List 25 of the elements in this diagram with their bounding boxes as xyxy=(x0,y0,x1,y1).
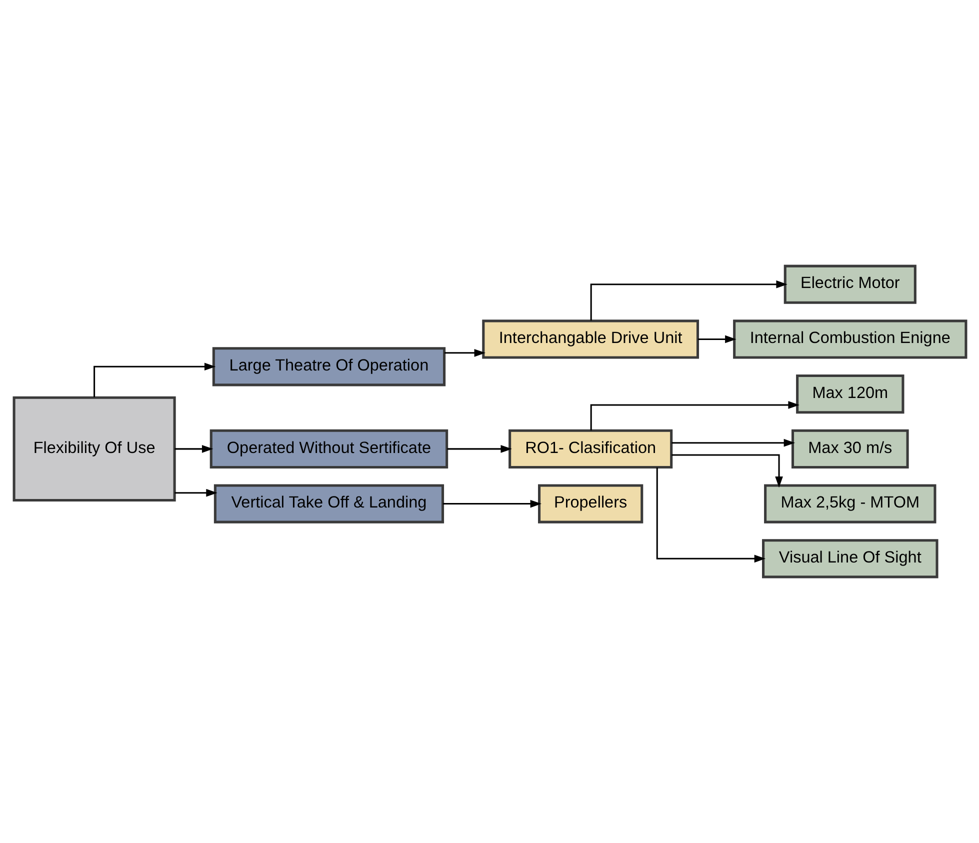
arrow xyxy=(590,401,799,431)
arrow xyxy=(444,349,485,357)
arrow xyxy=(671,454,782,488)
arrow xyxy=(671,438,795,447)
node-box: Max 2,5kg - MTOM xyxy=(764,484,936,524)
node-box: Large Theatre Of Operation xyxy=(212,347,446,386)
arrow xyxy=(590,280,787,321)
arrow xyxy=(446,445,512,453)
node-box: Electric Motor xyxy=(783,264,916,304)
node-box: Max 120m xyxy=(796,374,904,414)
node-box: Operated Without Sertificate xyxy=(209,429,448,468)
arrow xyxy=(442,500,541,508)
node-box: Propellers xyxy=(538,484,643,524)
node-box: RO1- Clasification xyxy=(508,429,672,468)
node-box: Max 30 m/s xyxy=(790,429,908,468)
node-box: Flexibility Of Use xyxy=(12,396,176,502)
arrow xyxy=(698,335,736,344)
node-box: Internal Combustion Enigne xyxy=(732,320,967,359)
node-box: Interchangable Drive Unit xyxy=(482,320,699,359)
arrow xyxy=(93,362,216,398)
node-box: Vertical Take Off & Landing xyxy=(213,484,444,524)
node-box: Visual Line Of Sight xyxy=(762,539,938,578)
arrow xyxy=(656,468,766,563)
arrow xyxy=(174,488,217,497)
arrow xyxy=(174,445,213,453)
